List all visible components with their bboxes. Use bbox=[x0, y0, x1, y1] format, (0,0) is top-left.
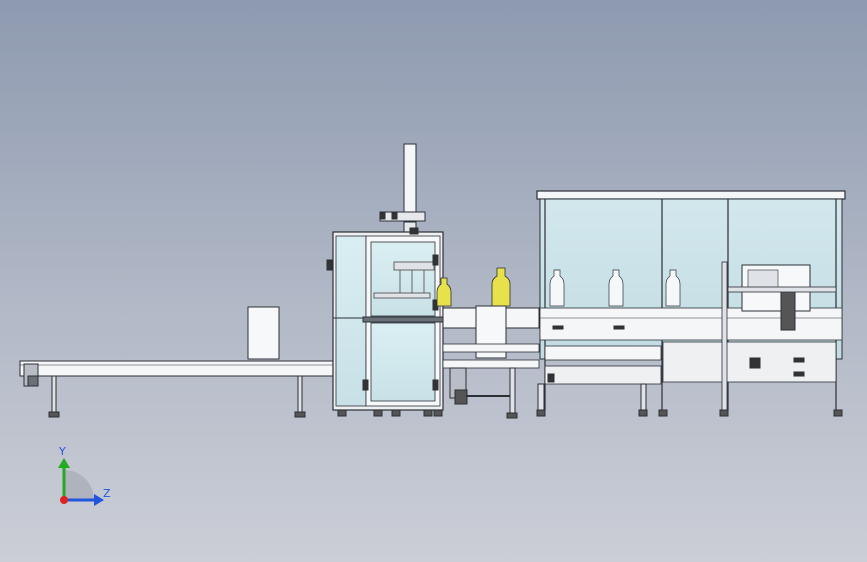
empty-bottles bbox=[549, 269, 681, 307]
carton-box bbox=[247, 306, 280, 360]
x-axis-origin bbox=[60, 496, 68, 504]
y-axis-label: Y bbox=[58, 445, 66, 458]
filled-bottles bbox=[436, 267, 511, 307]
triad-quarter-disc bbox=[64, 470, 94, 500]
transfer-conveyor bbox=[442, 305, 540, 419]
infeed-conveyor bbox=[19, 360, 339, 418]
filling-cabinet bbox=[326, 227, 444, 417]
z-axis-label: Z bbox=[103, 487, 111, 500]
case-packer bbox=[536, 190, 846, 417]
axis-triad: Y Z bbox=[58, 445, 111, 506]
vertical-mast bbox=[379, 143, 426, 233]
